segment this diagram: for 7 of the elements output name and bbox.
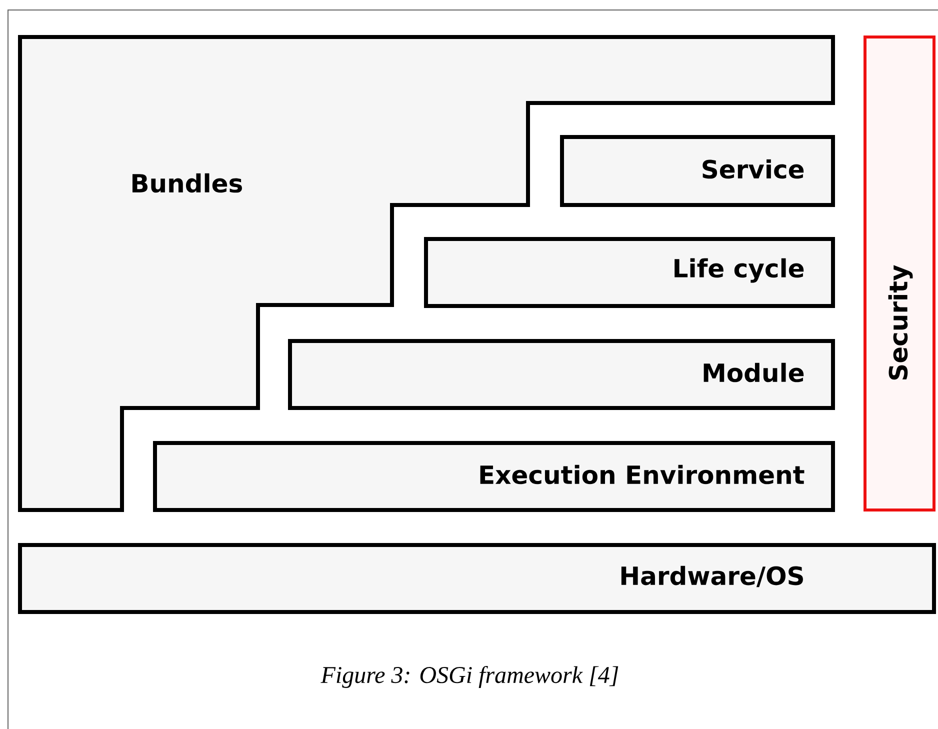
layer-box: Module xyxy=(288,339,835,410)
layer-box: Execution Environment xyxy=(153,441,835,512)
caption: Figure 3: OSGi framework [4] xyxy=(320,666,618,688)
layer-box: Hardware/OS xyxy=(18,543,936,614)
security-bar: Security xyxy=(864,36,936,512)
layer-box: Life cycle xyxy=(424,237,835,308)
layer-box: Service xyxy=(560,135,835,207)
